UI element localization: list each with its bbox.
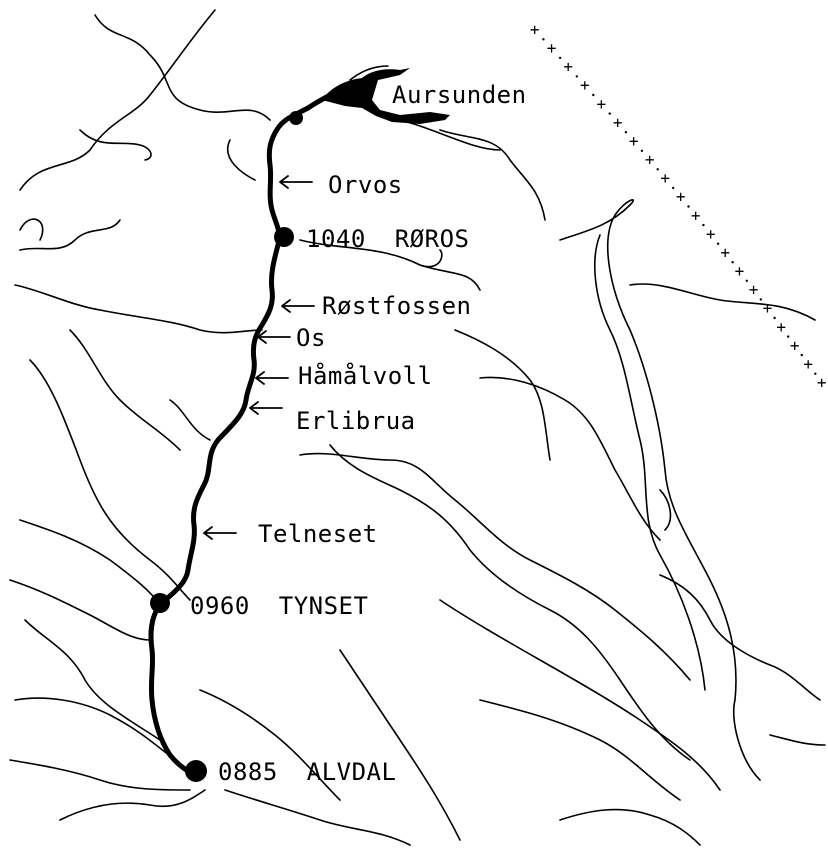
border-line: ++++++++++++++++++++ [530, 20, 827, 392]
border-dot [624, 131, 628, 134]
border-dot [800, 353, 803, 357]
main-river [148, 87, 343, 778]
border-dot [656, 168, 659, 171]
border-marker: + [817, 373, 827, 392]
station-label-roros: 1040 RØROS [306, 225, 470, 253]
place-arrows [203, 175, 315, 540]
border-marker: + [530, 20, 540, 39]
station-label-alvdal: 0885 ALVDAL [218, 758, 396, 786]
border-marker: + [645, 150, 655, 169]
border-dot [558, 56, 562, 60]
station-dot-tynset [150, 593, 170, 613]
station-name-roros: RØROS [395, 225, 470, 253]
border-dot [716, 242, 720, 245]
lake-aursunden [322, 65, 450, 124]
border-marker: + [691, 206, 701, 225]
station-label-tynset: 0960 TYNSET [190, 592, 368, 620]
station-code-roros: 1040 [306, 225, 366, 253]
place-label-hamalvoll: Håmålvoll [298, 361, 433, 390]
border-dot [608, 112, 611, 115]
border-marker: + [776, 317, 786, 336]
border-marker: + [763, 299, 773, 318]
border-marker: + [735, 262, 745, 281]
border-marker: + [790, 336, 800, 355]
border-dot [672, 186, 675, 190]
border-dot [731, 261, 734, 264]
lake-label-aursunden: Aursunden [392, 81, 527, 109]
border-marker: + [676, 187, 686, 206]
place-label-telneset: Telneset [258, 520, 378, 548]
tributary-network [9, 9, 826, 846]
border-marker: + [597, 94, 607, 113]
border-marker: + [803, 354, 813, 373]
border-marker: + [563, 57, 573, 76]
border-dot [542, 38, 545, 41]
border-dot [592, 93, 595, 97]
border-marker: + [660, 169, 670, 188]
station-code-tynset: 0960 [190, 592, 250, 620]
station-name-alvdal: ALVDAL [307, 758, 397, 786]
border-dot [773, 316, 776, 320]
border-marker: + [547, 39, 557, 58]
border-marker: + [580, 76, 590, 95]
border-dot [745, 279, 748, 282]
border-marker: + [613, 113, 623, 132]
border-marker: + [749, 280, 759, 299]
station-dot-roros [274, 227, 294, 247]
border-dot [702, 223, 705, 227]
station-dot-alvdal [185, 760, 207, 782]
border-dot [687, 205, 690, 208]
border-dot [814, 372, 817, 375]
border-dot [759, 298, 762, 301]
station-name-tynset: TYNSET [279, 592, 369, 620]
border-marker: + [720, 243, 730, 262]
border-dot [575, 75, 578, 78]
place-label-os: Os [296, 324, 326, 352]
border-dot [640, 149, 644, 152]
place-label-erlibrua: Erlibrua [296, 407, 416, 435]
place-label-rostfossen: Røstfossen [322, 292, 472, 320]
border-marker: + [706, 224, 716, 243]
place-label-orvos: Orvos [328, 171, 403, 199]
station-code-alvdal: 0885 [218, 758, 278, 786]
border-dot [787, 335, 790, 338]
border-marker: + [629, 132, 639, 151]
